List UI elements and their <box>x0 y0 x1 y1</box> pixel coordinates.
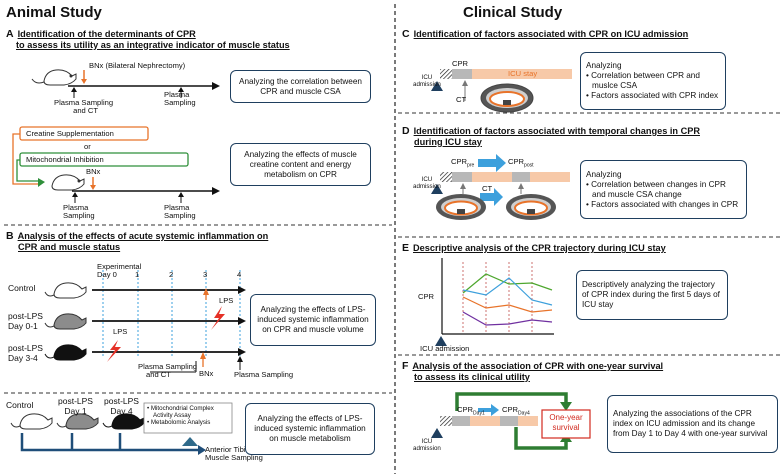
clinical-study-header: Clinical Study <box>463 4 563 21</box>
rat-icon <box>44 282 87 299</box>
icu-stay-label: ICU stay <box>508 69 538 78</box>
rat-icon <box>56 413 99 430</box>
section-a-analysis-box-1: Analyzing the correlation between CPR an… <box>230 70 371 103</box>
ct-scan-icon <box>436 194 486 220</box>
metabolism-control-label: Control <box>6 400 34 410</box>
day-2-label: 2 <box>169 270 174 279</box>
ct-label: CT <box>482 184 493 193</box>
plasma-sampling-ct-label: Plasma Sampling and CT <box>54 98 114 116</box>
section-f-analysis-box: Analyzing the associations of the CPR in… <box>607 395 778 453</box>
section-b-letter: B <box>6 230 14 242</box>
or-label: or <box>84 142 91 151</box>
day-3-label: 3 <box>203 270 208 279</box>
rat-icon <box>44 313 87 330</box>
section-c-analysis-box: Analyzing • Correlation between CPR and … <box>580 52 726 110</box>
trajectory-line <box>462 311 553 326</box>
cpr-pre-label: CPRpre <box>451 157 475 169</box>
day-1-label: 1 <box>135 270 140 279</box>
mitochondrial-inhibition-label: Mitochondrial Inhibition <box>26 155 104 164</box>
group-control-label: Control <box>8 283 36 293</box>
lps-label: LPS <box>219 296 234 305</box>
section-d-analysis-box: Analyzing • Correlation between changes … <box>580 160 747 219</box>
icu-admission-label: ICU admission <box>420 344 470 353</box>
section-b-analysis-box-2: Analyzing the effects of LPS-induced sys… <box>245 403 375 455</box>
cpr-label: CPR <box>452 59 469 68</box>
assay-list: • Mitochondrial Complex Activity Assay •… <box>147 405 214 426</box>
rat-icon <box>31 69 77 86</box>
section-b-analysis-box-1: Analyzing the effects of LPS-induced sys… <box>250 294 376 346</box>
lps-label: LPS <box>113 327 128 336</box>
section-a-analysis-box-2: Analyzing the effects of muscle creatine… <box>230 143 371 186</box>
rat-icon <box>102 413 145 430</box>
trajectory-line <box>462 296 553 313</box>
animal-study-header: Animal Study <box>6 4 102 21</box>
section-a-letter: A <box>6 28 14 40</box>
bnx-label: BNx <box>199 369 214 378</box>
cpr-post-label: CPRpost <box>508 157 534 169</box>
triangle-marker <box>182 437 198 446</box>
creatine-supplementation-label: Creatine Supplementation <box>26 129 114 138</box>
plasma-sampling-label: Plasma Sampling <box>234 370 294 379</box>
lightning-icon <box>211 306 225 330</box>
section-a-title-line1: Identification of the determinants of CP… <box>17 29 196 39</box>
trajectory-line <box>462 277 553 306</box>
and-ct-label: and CT <box>73 106 98 116</box>
cpr-day1-label: CPRDay1 <box>457 405 485 417</box>
bnx-full-label: BNx (Bilateral Nephrectomy) <box>89 61 186 70</box>
section-e-analysis-box: Descriptively analyzing the trajectory o… <box>576 270 728 320</box>
plasma-sampling-label: Plasma Sampling <box>54 98 114 107</box>
rat-icon <box>51 174 85 191</box>
day-4-label: 4 <box>237 270 242 279</box>
cpr-axis-label: CPR <box>418 292 435 301</box>
cpr-day4-label: CPRDay4 <box>502 405 530 417</box>
trajectory-line <box>462 273 553 294</box>
ct-scan-icon <box>506 194 556 220</box>
bnx-label: BNx <box>86 167 101 176</box>
rat-icon <box>44 344 87 361</box>
ct-scan-icon <box>480 83 534 113</box>
section-a-title-line2: to assess its utility as an integrative … <box>16 39 290 50</box>
rat-icon <box>10 413 53 430</box>
ct-label: CT <box>456 95 467 104</box>
